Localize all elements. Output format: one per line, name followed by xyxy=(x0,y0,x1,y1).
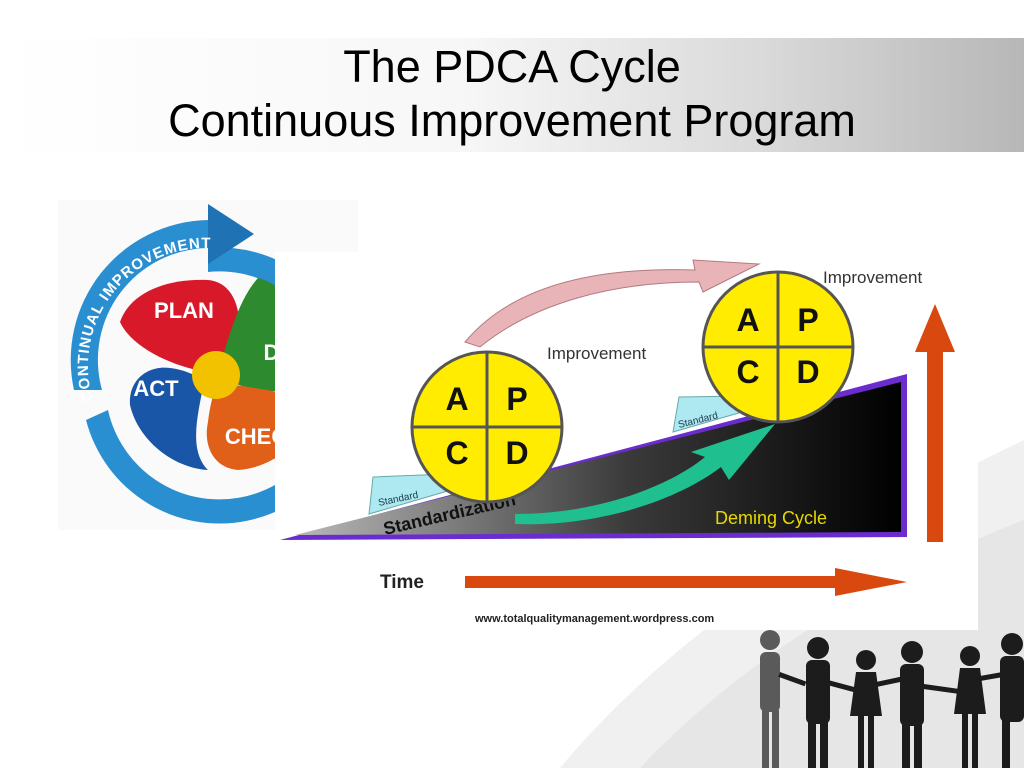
top-curved-arrow xyxy=(464,259,761,348)
upper-cell-c: C xyxy=(736,354,759,390)
hub-circle xyxy=(192,351,240,399)
title-line-1: The PDCA Cycle xyxy=(343,41,681,92)
plan-label: PLAN xyxy=(154,298,214,323)
upper-cell-a: A xyxy=(736,302,759,338)
title-band xyxy=(0,38,1024,152)
person-silhouette xyxy=(875,641,924,768)
title-line-2: Continuous Improvement Program xyxy=(168,95,856,146)
ring-arrow-head xyxy=(208,204,254,264)
inner-curved-arrow xyxy=(515,424,775,525)
slide-title: The PDCA Cycle Continuous Improvement Pr… xyxy=(0,40,1024,148)
act-label: ACT xyxy=(133,376,179,401)
person-silhouette xyxy=(826,650,882,768)
time-label: Time xyxy=(380,572,424,593)
deming-cycle-figure: Standard Standard Standardization A P C … xyxy=(275,252,978,630)
act-petal xyxy=(129,367,208,470)
pdca-circle-upper: A P C D xyxy=(701,270,855,424)
lower-cell-a: A xyxy=(445,381,468,417)
ring-arrow-band xyxy=(70,220,209,390)
person-silhouette xyxy=(778,637,830,768)
person-silhouette xyxy=(923,646,986,768)
lower-cell-d: D xyxy=(505,435,528,471)
improvement-top-label: Improvement xyxy=(823,268,922,287)
plan-petal xyxy=(120,279,240,372)
person-silhouette xyxy=(760,630,780,768)
lower-cell-c: C xyxy=(445,435,468,471)
vertical-arrow xyxy=(915,304,955,542)
pdca-circle-lower: A P C D xyxy=(410,350,564,504)
deming-cycle-label: Deming Cycle xyxy=(715,508,827,528)
person-silhouette xyxy=(979,633,1024,768)
time-arrow xyxy=(465,568,907,596)
wedge-body xyxy=(295,382,901,535)
upper-cell-d: D xyxy=(796,354,819,390)
upper-cell-p: P xyxy=(797,302,818,338)
website-label: www.totalqualitymanagement.wordpress.com xyxy=(474,613,714,625)
improvement-label: Improvement xyxy=(547,344,646,363)
lower-cell-p: P xyxy=(506,381,527,417)
